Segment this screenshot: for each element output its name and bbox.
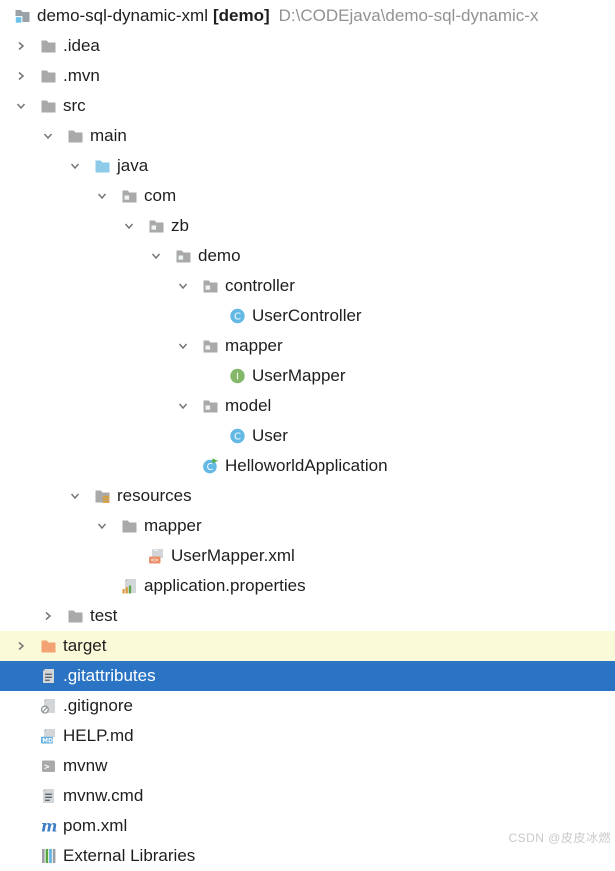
markdown-file-icon: [40, 728, 57, 744]
chevron-spacer: [95, 578, 121, 594]
chevron-down-icon[interactable]: [149, 248, 175, 264]
chevron-right-icon[interactable]: [14, 38, 40, 54]
tree-row-target[interactable]: target: [0, 631, 615, 661]
chevron-spacer: [14, 818, 40, 834]
tree-row-main[interactable]: main: [0, 121, 615, 151]
chevron-down-icon[interactable]: [176, 338, 202, 354]
tree-row-demo[interactable]: demo: [0, 241, 615, 271]
chevron-down-icon[interactable]: [41, 128, 67, 144]
source-folder-icon: [94, 158, 111, 174]
tree-row-application-properties[interactable]: application.properties: [0, 571, 615, 601]
chevron-down-icon[interactable]: [176, 398, 202, 414]
chevron-down-icon[interactable]: [95, 188, 121, 204]
class-icon: [229, 308, 246, 324]
tree-row-mapper[interactable]: mapper: [0, 331, 615, 361]
folder-icon: [40, 38, 57, 54]
chevron-spacer: [203, 428, 229, 444]
tree-row-mvn[interactable]: .mvn: [0, 61, 615, 91]
chevron-spacer: [14, 848, 40, 864]
folder-icon: [40, 68, 57, 84]
text-file-icon: [40, 788, 57, 804]
tree-row-com[interactable]: com: [0, 181, 615, 211]
csdn-watermark: CSDN @皮皮冰燃: [508, 831, 611, 845]
tree-row-model[interactable]: model: [0, 391, 615, 421]
chevron-down-icon[interactable]: [95, 518, 121, 534]
chevron-down-icon[interactable]: [122, 218, 148, 234]
libraries-icon: [40, 848, 57, 864]
chevron-spacer: [14, 698, 40, 714]
tree-row-user-controller[interactable]: UserController: [0, 301, 615, 331]
project-folder-icon: [14, 8, 31, 24]
tree-row-mvnw[interactable]: mvnw: [0, 751, 615, 781]
tree-row-gitignore[interactable]: .gitignore: [0, 691, 615, 721]
text-file-icon: [40, 668, 57, 684]
chevron-spacer: [122, 548, 148, 564]
chevron-spacer: [203, 368, 229, 384]
project-title: demo-sql-dynamic-xml: [37, 5, 208, 25]
project-root-row[interactable]: demo-sql-dynamic-xml [demo] D:\CODEjava\…: [0, 0, 615, 31]
folder-icon: [121, 518, 138, 534]
tree-row-idea[interactable]: .idea: [0, 31, 615, 61]
tree-row-mvnw-cmd[interactable]: mvnw.cmd: [0, 781, 615, 811]
chevron-down-icon[interactable]: [68, 488, 94, 504]
runnable-class-icon: [202, 458, 219, 474]
tree-row-resources[interactable]: resources: [0, 481, 615, 511]
folder-icon: [40, 98, 57, 114]
tree-row-user-mapper-xml[interactable]: UserMapper.xml: [0, 541, 615, 571]
tree-row-resources-mapper[interactable]: mapper: [0, 511, 615, 541]
project-path: D:\CODEjava\demo-sql-dynamic-x: [278, 5, 539, 25]
chevron-spacer: [176, 458, 202, 474]
chevron-spacer: [14, 758, 40, 774]
properties-file-icon: [121, 578, 138, 594]
chevron-down-icon[interactable]: [68, 158, 94, 174]
project-module-badge: [demo]: [212, 5, 270, 25]
tree-row-helloworld-application[interactable]: HelloworldApplication: [0, 451, 615, 481]
interface-icon: [229, 368, 246, 384]
tree-row-user[interactable]: User: [0, 421, 615, 451]
tree-row-user-mapper[interactable]: UserMapper: [0, 361, 615, 391]
resources-folder-icon: [94, 488, 111, 504]
tree-row-java[interactable]: java: [0, 151, 615, 181]
package-icon: [202, 338, 219, 354]
chevron-spacer: [14, 668, 40, 684]
chevron-right-icon[interactable]: [14, 638, 40, 654]
package-icon: [202, 278, 219, 294]
class-icon: [229, 428, 246, 444]
package-icon: [202, 398, 219, 414]
chevron-down-icon[interactable]: [176, 278, 202, 294]
maven-file-icon: [40, 818, 57, 834]
chevron-right-icon[interactable]: [41, 608, 67, 624]
chevron-spacer: [203, 308, 229, 324]
tree-row-test[interactable]: test: [0, 601, 615, 631]
package-icon: [175, 248, 192, 264]
chevron-spacer: [14, 788, 40, 804]
tree-row-help-md[interactable]: HELP.md: [0, 721, 615, 751]
xml-file-icon: [148, 548, 165, 564]
shell-script-icon: [40, 758, 57, 774]
tree-row-controller[interactable]: controller: [0, 271, 615, 301]
chevron-right-icon[interactable]: [14, 68, 40, 84]
tree-row-src[interactable]: src: [0, 91, 615, 121]
package-icon: [148, 218, 165, 234]
chevron-down-icon[interactable]: [14, 98, 40, 114]
chevron-spacer: [14, 728, 40, 744]
excluded-folder-icon: [40, 638, 57, 654]
folder-icon: [67, 608, 84, 624]
package-icon: [121, 188, 138, 204]
tree-row-pom-xml[interactable]: pom.xml: [0, 811, 615, 841]
tree-row-gitattributes[interactable]: .gitattributes: [0, 661, 615, 691]
folder-icon: [67, 128, 84, 144]
tree-row-zb[interactable]: zb: [0, 211, 615, 241]
ignored-file-icon: [40, 698, 57, 714]
